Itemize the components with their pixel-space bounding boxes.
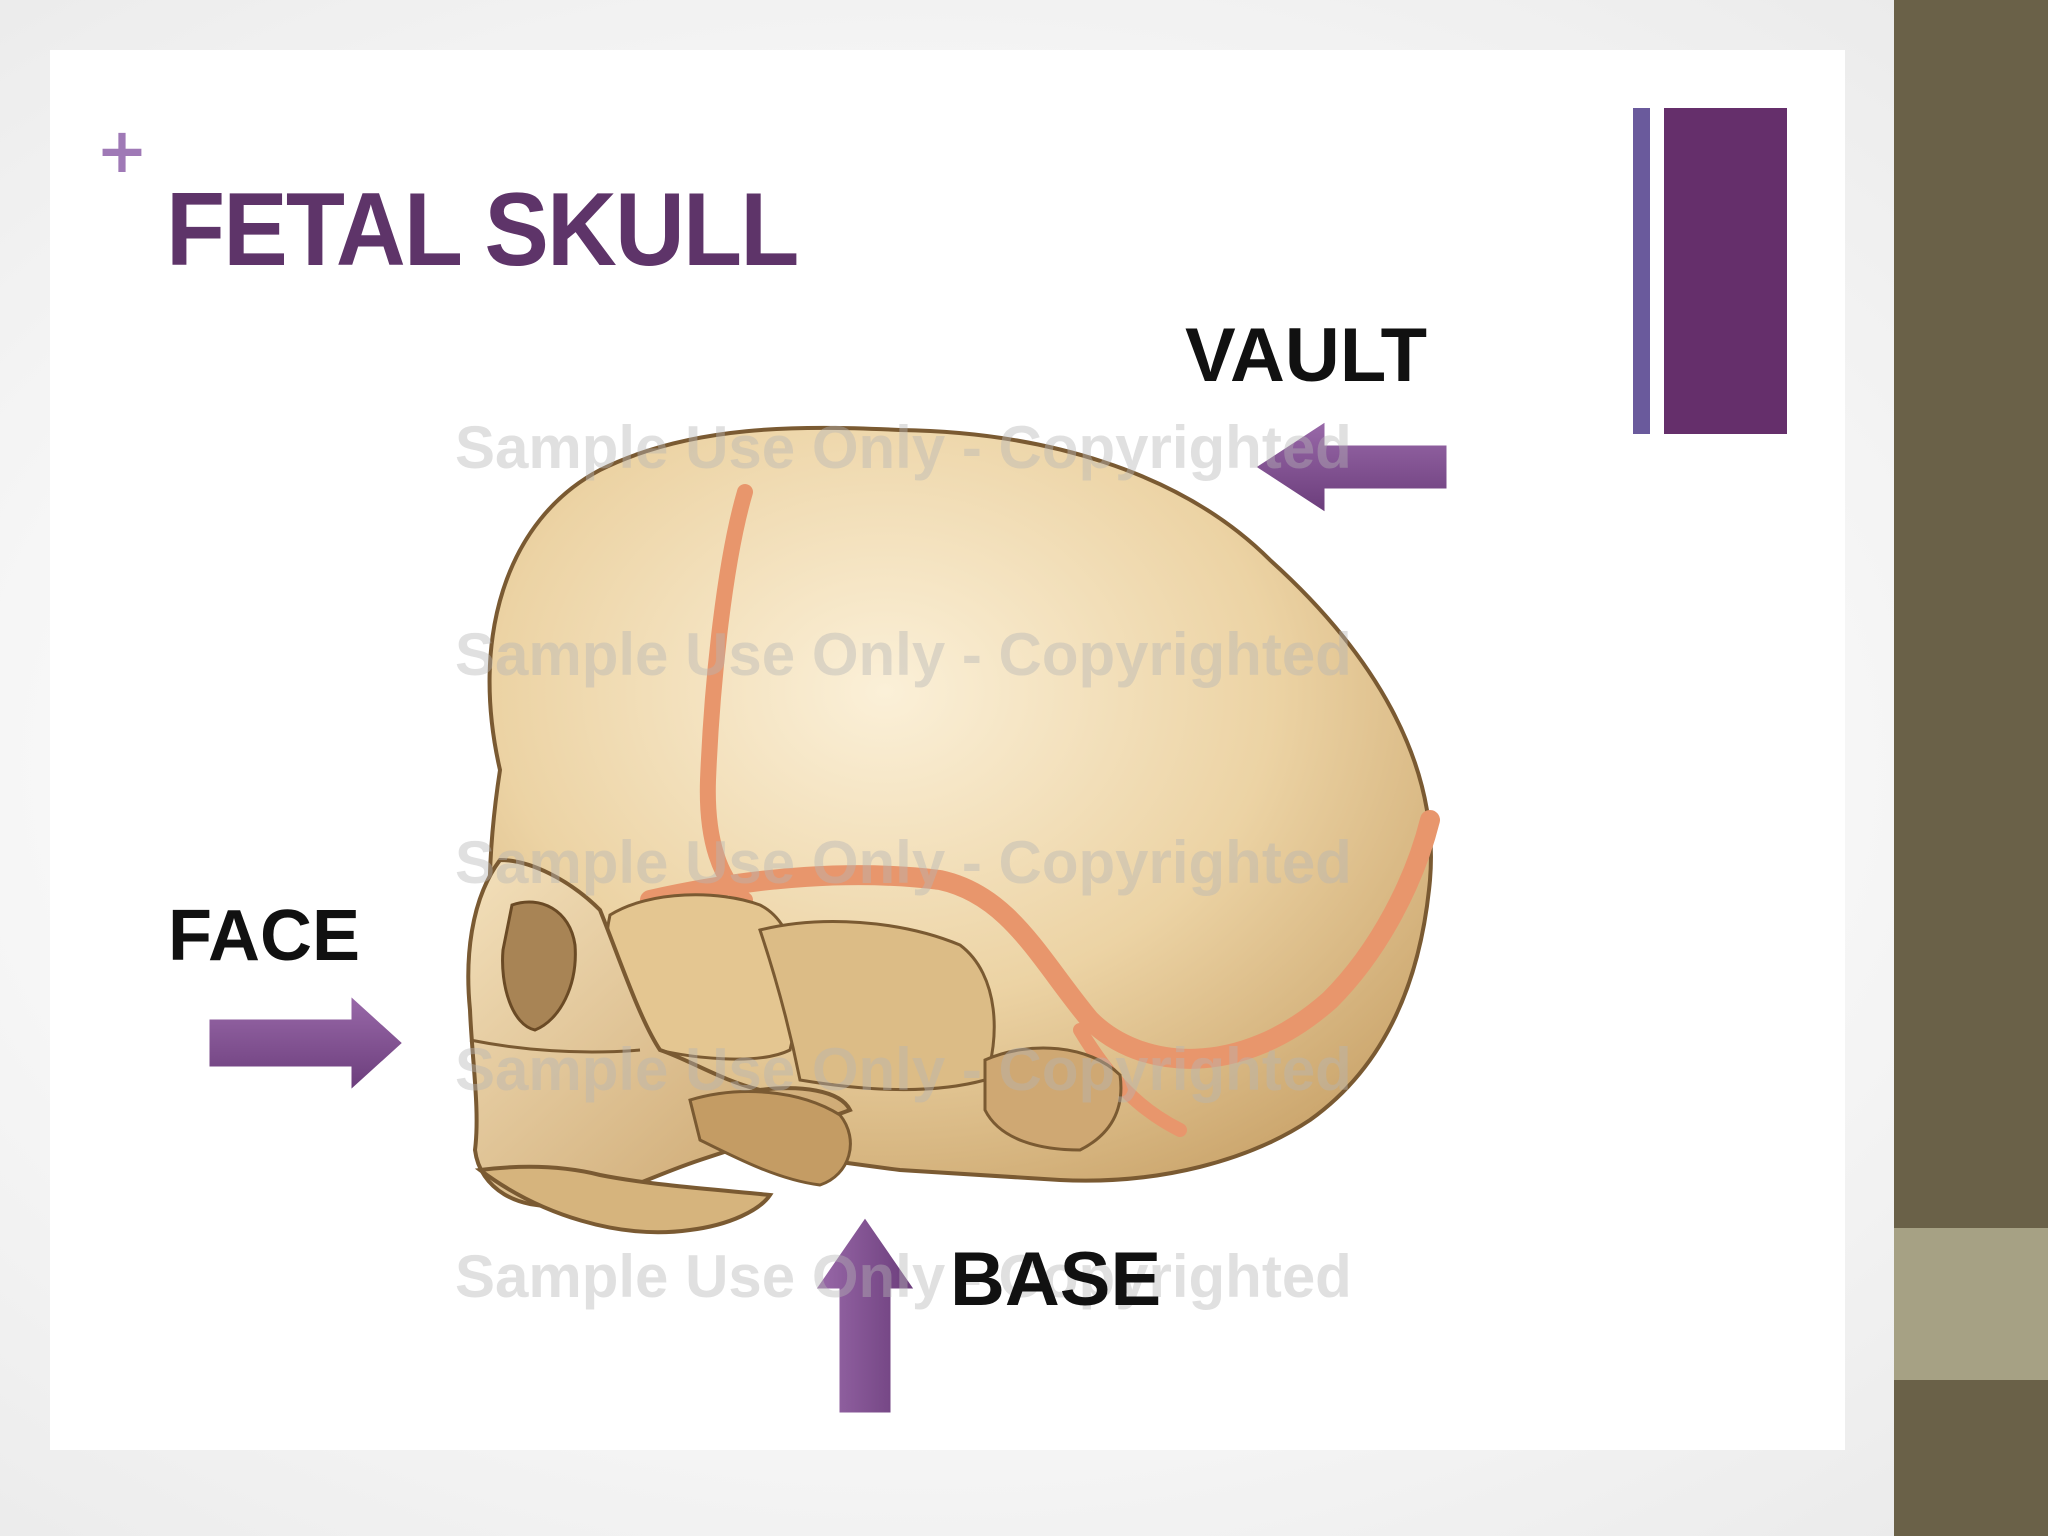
label-vault: VAULT bbox=[1185, 313, 1428, 398]
page-title: FETAL SKULL bbox=[166, 172, 799, 288]
arrow-right-icon bbox=[206, 990, 407, 1096]
watermark-text: Sample Use Only - Copyrighted bbox=[455, 1036, 1352, 1103]
decorative-bar-thick bbox=[1664, 108, 1787, 434]
plus-icon: + bbox=[96, 114, 148, 187]
arrow-left-icon bbox=[1251, 417, 1450, 517]
watermark-text: Sample Use Only - Copyrighted bbox=[455, 829, 1352, 896]
skull-temporal-region bbox=[604, 893, 1123, 1152]
skull-sutures bbox=[640, 484, 1440, 1137]
arrow-up-icon bbox=[811, 1213, 919, 1416]
label-base: BASE bbox=[950, 1237, 1162, 1322]
decorative-bar-thin bbox=[1633, 108, 1650, 434]
watermark-text: Sample Use Only - Copyrighted bbox=[455, 414, 1352, 481]
watermark-text: Sample Use Only - Copyrighted bbox=[455, 1243, 1352, 1310]
label-face: FACE bbox=[168, 896, 361, 976]
sidebar-band bbox=[1894, 1228, 2048, 1380]
watermark-text: Sample Use Only - Copyrighted bbox=[455, 621, 1352, 688]
skull-face bbox=[466, 857, 853, 1235]
